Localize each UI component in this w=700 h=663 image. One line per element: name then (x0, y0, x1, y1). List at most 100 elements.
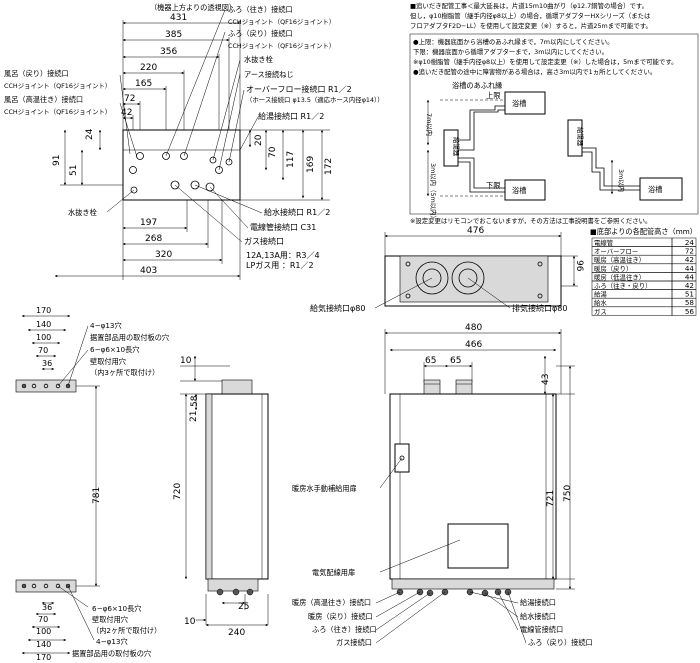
label-gas-lp: LPガス用 ：R1／2 (246, 260, 314, 270)
dim-25: 25 (238, 602, 249, 612)
label-conduit: 電線管接続口 C31 (250, 222, 316, 232)
dim-top-100: 100 (36, 333, 51, 342)
label-front-right-3: ふろ（戻り）接続口 (528, 638, 593, 647)
dim-169: 169 (306, 156, 316, 173)
dim-720: 720 (173, 483, 183, 500)
label-overflow: オーバーフロー接続口 R1／2 (246, 84, 352, 94)
height-table-name: ガス (594, 307, 607, 316)
dim-top-36: 36 (42, 359, 52, 368)
dim-721: 721 (546, 490, 556, 507)
dim-24: 24 (85, 128, 95, 140)
dim-403: 403 (140, 266, 157, 276)
dim-96: 96 (574, 260, 584, 272)
dim-320: 320 (155, 250, 172, 260)
height-table-name: 電線管 (594, 238, 613, 247)
note-footnote: ※設定変更はリモコンでおこないますが，その方法は工事説明書をご参照ください。 (410, 216, 651, 225)
inset-tub-3: 浴槽 (648, 185, 662, 194)
height-table-row: 暖房（高温往き） 42 (591, 254, 697, 264)
height-table-value: 58 (685, 298, 695, 307)
height-table-row: 電線管 24 (591, 237, 697, 247)
dim-side-10-top: 10 (180, 356, 192, 366)
inset-unit-left: 給湯器 (452, 137, 461, 157)
label-cch-1: CCHジョイント（QF16ジョイント） (4, 82, 111, 90)
label-furo-ouki: ふろ（往き）接続口 (228, 5, 293, 14)
label-bath-feed: 風呂（高温往き）接続口 (4, 95, 83, 104)
height-table-value: 44 (685, 264, 695, 273)
dim-197: 197 (140, 218, 157, 228)
label-overflow-note: （ホース接続口 φ13.5（適応ホース内径φ14）） (246, 95, 384, 104)
inset-3m: 3m以内（5m以内） (429, 163, 438, 222)
dim-356: 356 (160, 47, 177, 57)
dim-20: 20 (254, 134, 264, 146)
dim-58: 58 (190, 395, 200, 407)
dim-91: 91 (52, 155, 62, 166)
dim-70: 70 (268, 146, 278, 158)
label-holes-bot-5: 据置部品用の取付板の穴 (72, 649, 151, 658)
label-front-left-0: 暖房（高温往き）接続口 (292, 598, 371, 607)
height-table-value: 24 (685, 238, 695, 247)
dim-bot-70: 70 (38, 615, 48, 624)
top-view: （機器上方よりの透視図） 431 385 356 220 165 72 42 (4, 3, 384, 280)
label-front-left-3: ガス接続口 (336, 638, 372, 647)
dim-220: 220 (140, 63, 157, 73)
installation-notes: ■追いだき配管工事＜最大延長は，片道15m10曲がり（φ12.7銅管の場合）です… (409, 1, 699, 225)
dim-51: 51 (69, 165, 79, 176)
dim-top-70: 70 (38, 346, 48, 355)
label-holes-bot-4: 4−φ13穴 (96, 637, 128, 646)
dim-750: 750 (563, 485, 573, 502)
dim-65b: 65 (450, 356, 461, 366)
height-table-value: 72 (685, 247, 694, 256)
label-drain-plug-left: 水抜き栓 (68, 208, 97, 217)
dim-480: 480 (465, 323, 482, 333)
label-intake: 給気接続口φ80 (310, 303, 365, 313)
height-table-row: 暖房（低温往き）44 (591, 272, 697, 281)
inset-7m: 7m以内 (425, 113, 434, 136)
label-hole-4-13-top: 4−φ13穴 (90, 321, 122, 330)
label-water-inlet: 給水接続口 R1／2 (264, 207, 330, 217)
dim-240: 240 (228, 628, 245, 638)
unit-top-view: 476 96 給気接続口φ80 排気接続口φ80 (310, 226, 584, 313)
note-bullet-2: 下限：機器底面から循環アダプターまで，3m以内にしてください。 (413, 47, 608, 56)
note-line-3: フロアダプタF2D−LL）を使用して設定変更（※）すると，片道25mまで可能です… (410, 21, 652, 30)
height-table-name: 暖房（低温往き） (594, 272, 645, 281)
label-cch-3: CCHジョイント（QF16ジョイント） (228, 18, 335, 26)
height-table-value: 51 (685, 290, 694, 299)
height-table-row: ふろ（往き・戻り）42 (591, 280, 697, 290)
label-holes-top-4: （内3ヶ所で取付け） (90, 368, 159, 377)
label-holes-bot-1: 6−φ6×10長穴 (92, 604, 141, 613)
dim-42: 42 (121, 108, 132, 118)
dim-43: 43 (541, 374, 551, 385)
dim-21: 21 (189, 411, 199, 422)
label-gas: ガス接続口 (244, 236, 284, 246)
height-table-name: 暖房（高温往き） (594, 255, 645, 264)
dim-466: 466 (465, 340, 482, 350)
note-bullet-3: ※φ10樹脂管（継手内径φ8以上）を使用して設定変更（※）した場合は，5mまで可… (413, 57, 677, 66)
height-table-value: 42 (685, 255, 694, 264)
label-holes-top-3: 壁取付用穴 (90, 357, 126, 366)
dim-385: 385 (165, 30, 182, 40)
label-cch-2: CCHジョイント（QF16ジョイント） (4, 108, 111, 116)
label-holes-top-1: 据置部品用の取付板の穴 (90, 333, 169, 342)
note-bullet-1: ●上限：機器底面から浴槽のあふれ縁まで，7m以内にしてください。 (413, 37, 614, 46)
dim-165: 165 (135, 79, 152, 89)
dim-bot-100: 100 (36, 627, 51, 636)
height-table-row: 暖房（戻り）44 (591, 263, 697, 273)
inset-tub-1: 浴槽 (512, 99, 526, 108)
label-front-right-1: 給水接続口 (520, 612, 556, 621)
label-cch-4: CCHジョイント（QF16ジョイント） (228, 42, 335, 50)
height-table-name: 給水 (594, 298, 607, 307)
label-holes-bot-3: （内2ヶ所で取付け） (92, 626, 161, 635)
side-view: 10 58 21 720 25 10 240 (173, 355, 269, 638)
inset-unit-right: 給湯器 (576, 127, 585, 147)
dim-781: 781 (92, 487, 102, 504)
inset-rim-label: 浴槽のあふれ縁 (452, 81, 502, 90)
note-line-1: ■追いだき配管工事＜最大延長は，片道15m10曲がり（φ12.7銅管の場合）です… (410, 1, 648, 10)
label-holes-bot-2: 壁取付用穴 (92, 615, 128, 624)
dim-side-10-bot: 10 (184, 617, 196, 627)
dim-bot-140: 140 (36, 640, 51, 649)
height-table-value: 56 (685, 307, 695, 316)
label-hot-water: 給湯接続口 R1／2 (258, 111, 324, 121)
wall-bracket-view: 170 140 100 70 36 781 36 70 100 140 (15, 306, 169, 662)
